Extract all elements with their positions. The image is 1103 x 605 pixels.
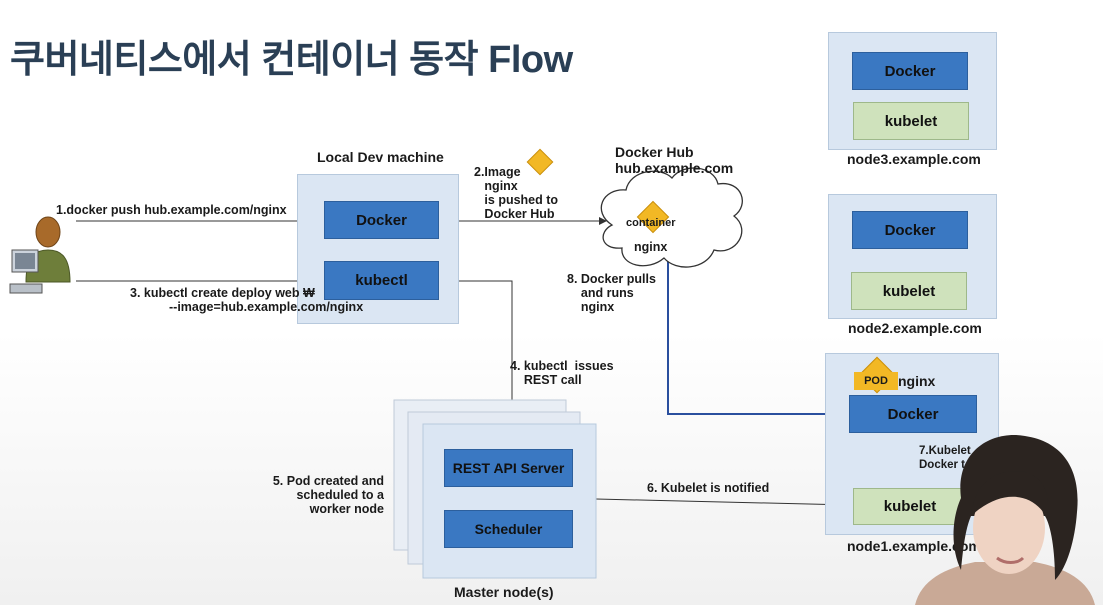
step3-label-line2: --image=hub.example.com/nginx [169,300,364,314]
node3-docker-box: Docker [852,52,968,90]
cloud-container-label: container [626,217,676,229]
node1-docker-box: Docker [849,395,977,433]
page-title: 쿠버네티스에서 컨테이너 동작 Flow [10,39,573,81]
presenter-webcam [905,430,1103,605]
cloud-image-diamond [636,200,670,234]
cloud-image-label: nginx [634,240,668,254]
node1-kubelet-box: kubelet [853,488,967,525]
step3-label-line1: 3. kubectl create deploy web ₩ [130,286,315,300]
scheduler-box: Scheduler [444,510,573,548]
node2-docker-box: Docker [852,211,968,249]
arrow-kubelet-notified [595,498,851,509]
master-node-panel [422,423,597,579]
docker-hub-host: hub.example.com [615,160,734,176]
node2-host: node2.example.com [848,320,982,336]
step7-label: 7.Kubelet Docker t [919,444,971,472]
rest-api-server-box: REST API Server [444,449,573,487]
pod-name: nginx [898,373,936,389]
image-diamond [526,148,554,176]
step8-label: 8. Docker pulls and runs nginx [567,272,656,314]
computer-icon [9,249,43,294]
local-docker-box: Docker [324,201,439,239]
step5-label: 5. Pod created and scheduled to a worker… [272,474,384,516]
node3-kubelet-box: kubelet [853,102,969,140]
step2-label: 2.Image nginx is pushed to Docker Hub [474,165,559,221]
arrow-rest-call [440,280,516,449]
pod-badge: POD [854,372,898,390]
step6-label: 6. Kubelet is notified [647,481,770,495]
local-dev-heading: Local Dev machine [317,149,444,165]
presenter-image [915,434,1095,605]
step4-label: 4. kubectl issues REST call [510,359,614,387]
arrow-docker-pull [667,258,848,422]
node1-host: node1.example.com [847,539,981,553]
cloud-shape [600,167,743,268]
master-node-caption: Master node(s) [454,584,554,600]
local-kubectl-box: kubectl [324,261,439,300]
node2-kubelet-box: kubelet [851,272,967,310]
user-icon [25,216,71,283]
step1-label: 1.docker push hub.example.com/nginx [56,203,287,217]
docker-hub-name: Docker Hub [615,144,694,160]
node3-host: node3.example.com [847,151,981,167]
